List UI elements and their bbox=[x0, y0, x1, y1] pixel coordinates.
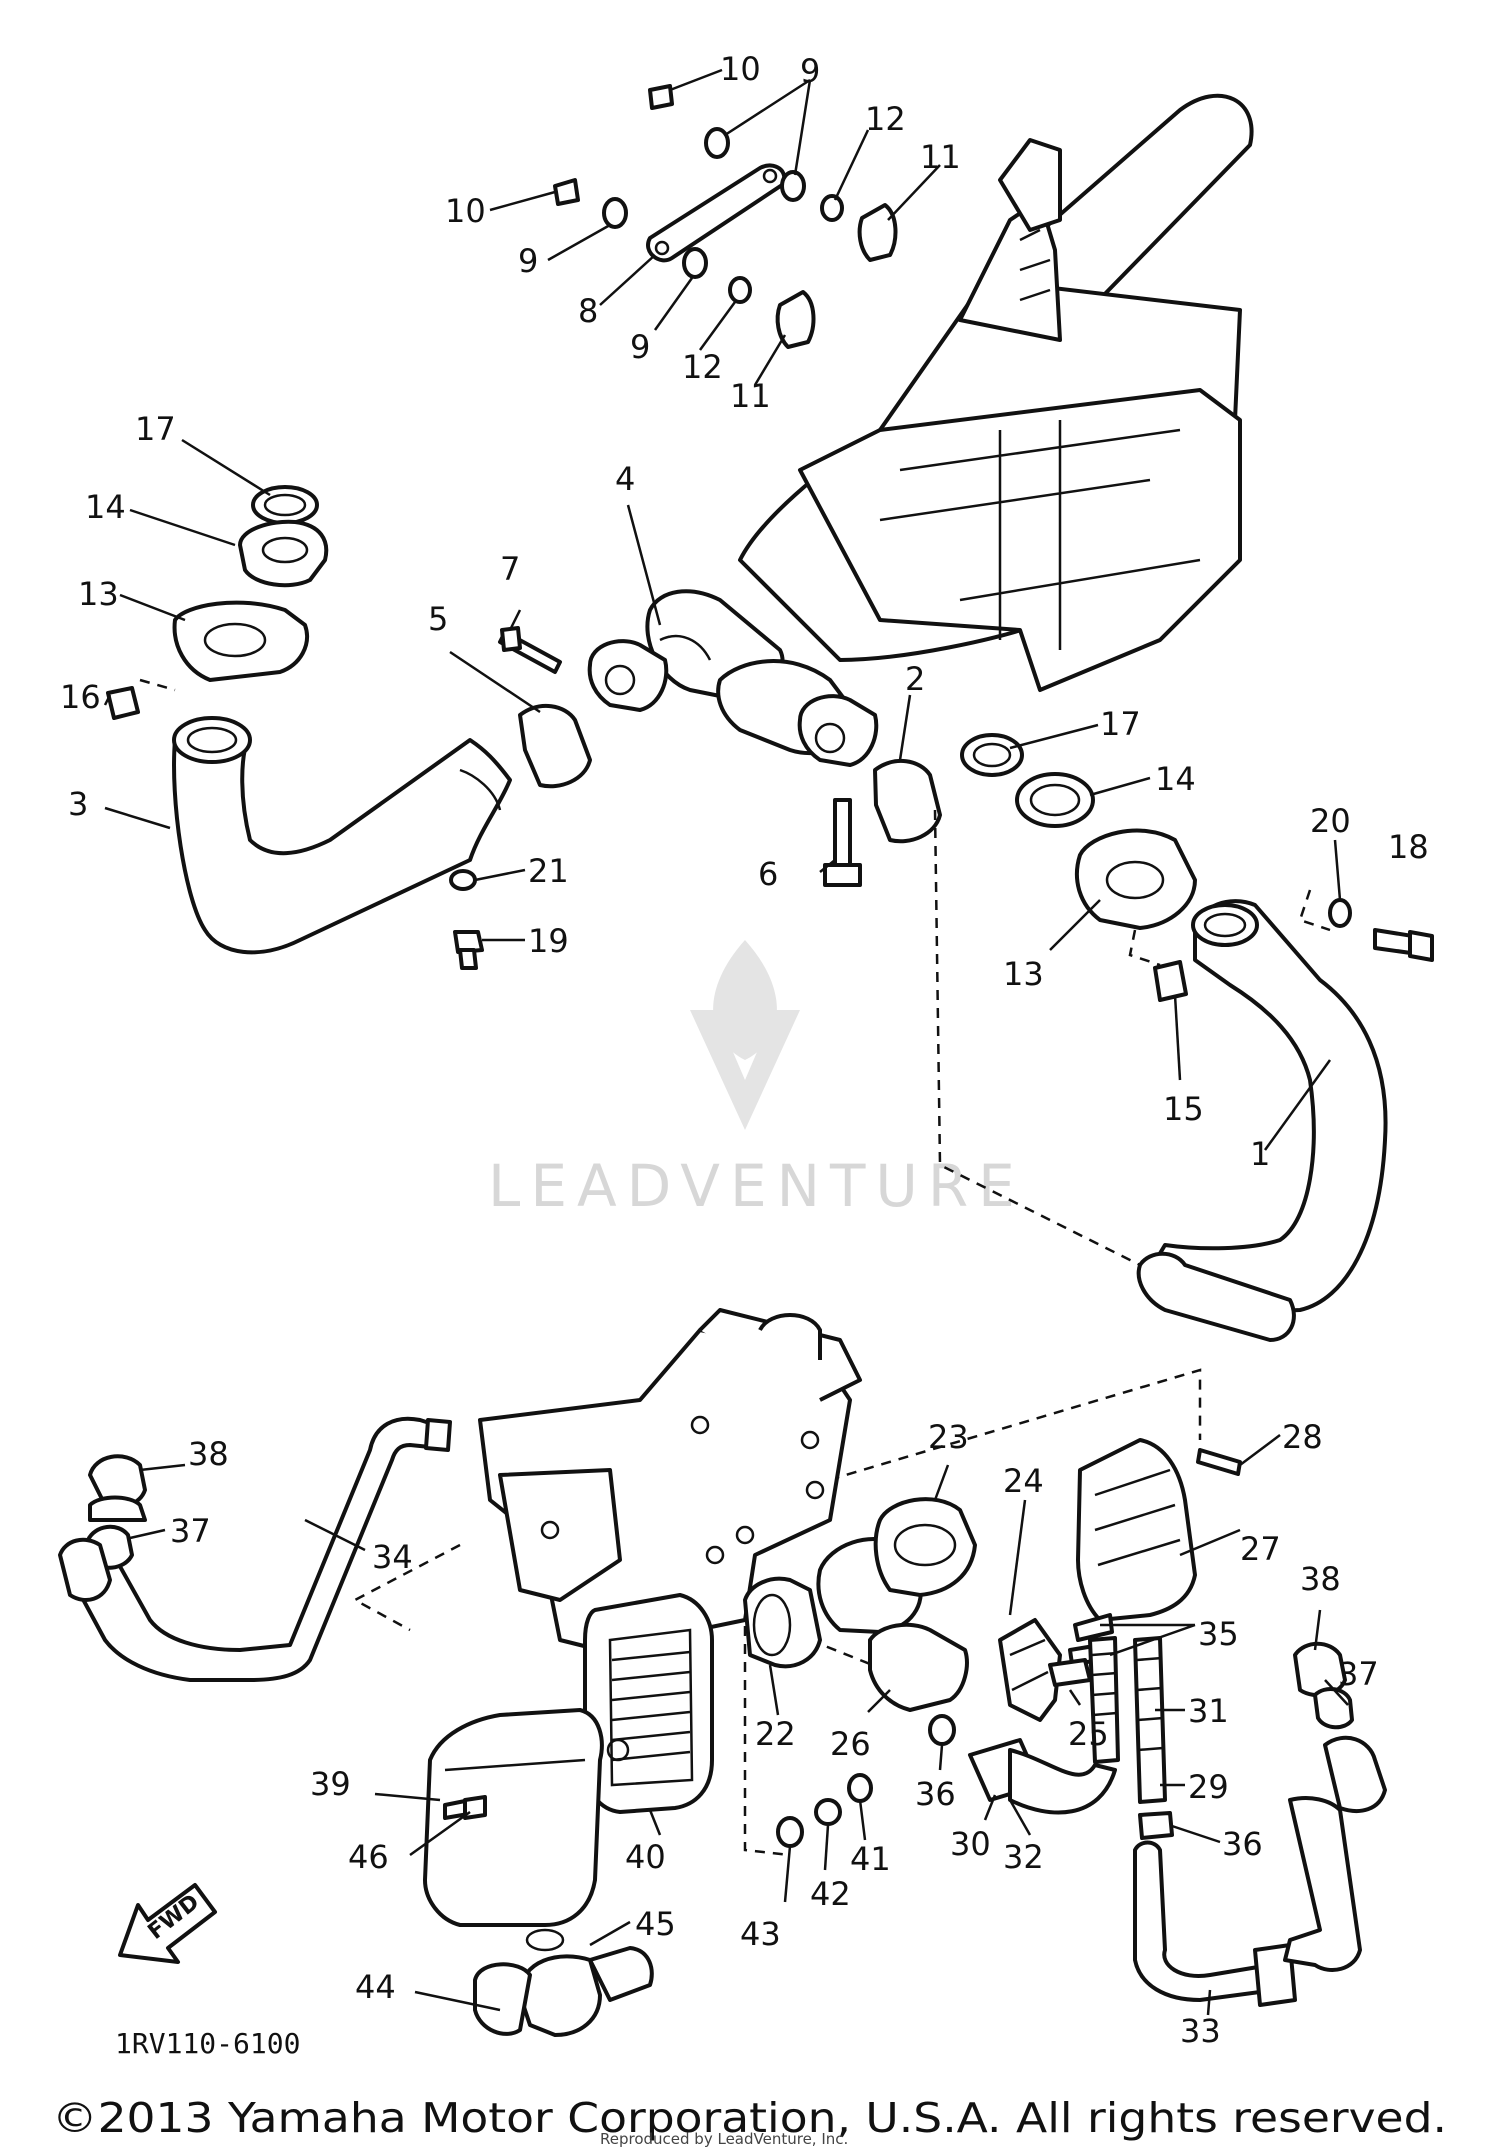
intake-components bbox=[743, 1438, 1242, 1722]
callout-45: 45 bbox=[635, 1905, 676, 1943]
callout-10-left: 10 bbox=[445, 192, 486, 230]
air-filter-element bbox=[583, 1593, 714, 1814]
callout-9-bottom: 9 bbox=[630, 328, 650, 366]
callout-17-right: 17 bbox=[1100, 705, 1141, 743]
callout-35: 35 bbox=[1198, 1615, 1239, 1653]
callout-19: 19 bbox=[528, 922, 569, 960]
callout-4: 4 bbox=[615, 460, 635, 498]
callout-32: 32 bbox=[1003, 1838, 1044, 1876]
callout-30: 30 bbox=[950, 1825, 991, 1863]
callout-5: 5 bbox=[428, 600, 448, 638]
callout-14-right: 14 bbox=[1155, 760, 1196, 798]
callout-15: 15 bbox=[1163, 1090, 1204, 1128]
exhaust-joints bbox=[172, 485, 1197, 930]
breather-pipe-left bbox=[73, 1416, 452, 1682]
callout-24: 24 bbox=[1003, 1462, 1044, 1500]
watermark-text: LEADVENTURE bbox=[488, 1152, 1025, 1220]
leadventure-watermark: LEADVENTURE bbox=[488, 940, 1025, 1220]
callout-8: 8 bbox=[578, 292, 598, 330]
callout-25: 25 bbox=[1068, 1715, 1109, 1753]
drain-hose bbox=[473, 1928, 654, 2037]
callout-33: 33 bbox=[1180, 2012, 1221, 2050]
airbox-case bbox=[478, 1308, 862, 1652]
callout-40: 40 bbox=[625, 1838, 666, 1876]
callout-26: 26 bbox=[830, 1725, 871, 1763]
air-cleaner-cover bbox=[423, 1708, 604, 1927]
callout-17-left: 17 bbox=[135, 410, 176, 448]
callout-12-bottom: 12 bbox=[682, 348, 723, 386]
callout-37-right: 37 bbox=[1338, 1655, 1379, 1693]
breather-pipe-right bbox=[1323, 1735, 1387, 1813]
callout-21: 21 bbox=[528, 852, 569, 890]
callout-36-right: 36 bbox=[1222, 1825, 1263, 1863]
callout-43: 43 bbox=[740, 1915, 781, 1953]
callout-27: 27 bbox=[1240, 1530, 1281, 1568]
leader-lines bbox=[103, 68, 1349, 2016]
callout-41: 41 bbox=[850, 1840, 891, 1878]
callout-16: 16 bbox=[60, 678, 101, 716]
mounting-hardware-top bbox=[553, 84, 898, 349]
exhaust-clamps bbox=[587, 639, 879, 767]
callout-11-top: 11 bbox=[920, 138, 961, 176]
callout-14-left: 14 bbox=[85, 488, 126, 526]
forward-direction-arrow: FWD bbox=[118, 1883, 217, 1964]
callout-18: 18 bbox=[1388, 828, 1429, 866]
callout-22: 22 bbox=[755, 1715, 796, 1753]
callout-31: 31 bbox=[1188, 1692, 1229, 1730]
callout-10-top: 10 bbox=[720, 50, 761, 88]
muffler-assembly bbox=[645, 93, 1254, 756]
exhaust-pipe-left bbox=[172, 716, 512, 955]
callout-7: 7 bbox=[500, 550, 520, 588]
callout-labels: 10 9 12 11 10 9 8 9 12 11 17 14 13 16 3 … bbox=[60, 50, 1429, 2050]
callout-9-left: 9 bbox=[518, 242, 538, 280]
callout-36-left: 36 bbox=[915, 1775, 956, 1813]
small-fasteners bbox=[106, 626, 1434, 1002]
callout-34: 34 bbox=[372, 1538, 413, 1576]
reproduced-note: Reproduced by LeadVenture, Inc. bbox=[600, 2130, 848, 2148]
callout-1: 1 bbox=[1250, 1135, 1270, 1173]
callout-38-right: 38 bbox=[1300, 1560, 1341, 1598]
callout-38-left: 38 bbox=[188, 1435, 229, 1473]
copyright-line: ©2013 Yamaha Motor Corporation, U.S.A. A… bbox=[52, 2094, 1447, 2142]
breather-hoses bbox=[928, 1636, 1362, 2007]
callout-2: 2 bbox=[905, 660, 925, 698]
callout-44: 44 bbox=[355, 1968, 396, 2006]
callout-23: 23 bbox=[928, 1418, 969, 1456]
callout-29: 29 bbox=[1188, 1768, 1229, 1806]
callout-13-left: 13 bbox=[78, 575, 119, 613]
callout-11-bottom: 11 bbox=[730, 377, 771, 415]
callout-13-right: 13 bbox=[1003, 955, 1044, 993]
callout-42: 42 bbox=[810, 1875, 851, 1913]
callout-6: 6 bbox=[758, 855, 778, 893]
callout-39: 39 bbox=[310, 1765, 351, 1803]
clips-and-grommets bbox=[58, 1454, 1354, 1848]
callout-3: 3 bbox=[68, 785, 88, 823]
callout-28: 28 bbox=[1282, 1418, 1323, 1456]
exhaust-pipe-right bbox=[1136, 899, 1388, 1342]
callout-12-top: 12 bbox=[865, 100, 906, 138]
callout-46: 46 bbox=[348, 1838, 389, 1876]
callout-9-top: 9 bbox=[800, 52, 820, 90]
part-code: 1RV110-6100 bbox=[115, 2027, 300, 2060]
callout-37-left: 37 bbox=[170, 1512, 211, 1550]
callout-20: 20 bbox=[1310, 802, 1351, 840]
